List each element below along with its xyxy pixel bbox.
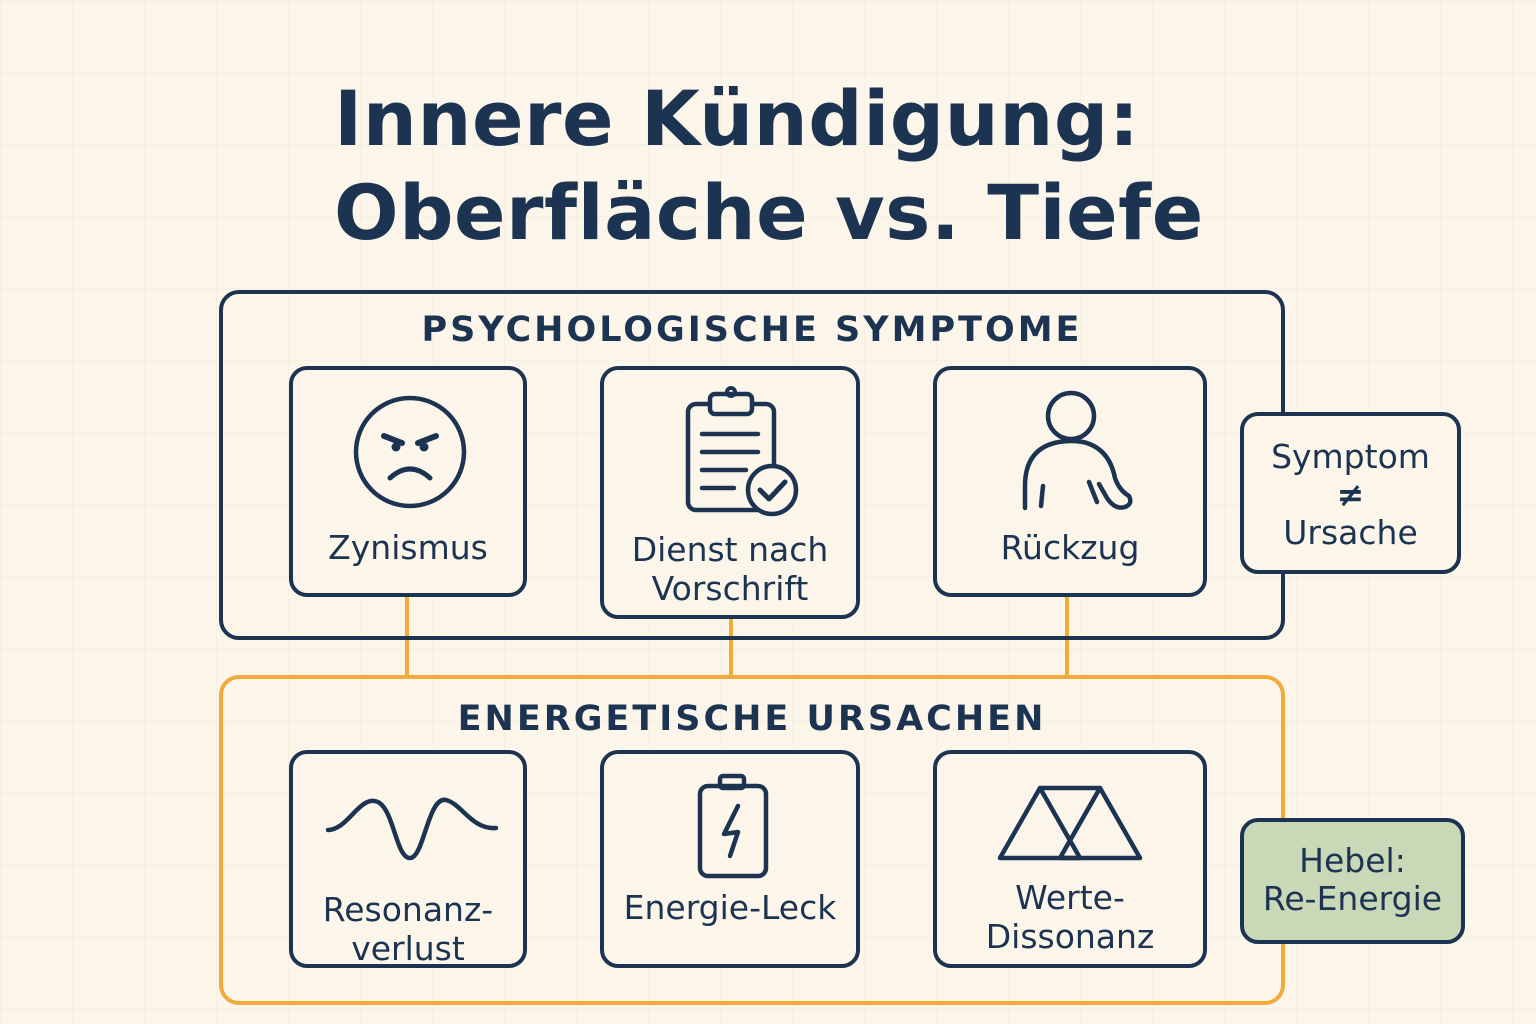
battery-bolt-icon [697, 773, 769, 879]
symptom-vs-cause-note: Symptom ≠ Ursache [1240, 412, 1461, 574]
symptoms-heading: PSYCHOLOGISCHE SYMPTOME [421, 310, 1083, 350]
cause-label: Energie-Leck [623, 888, 837, 927]
symptoms-panel: PSYCHOLOGISCHE SYMPTOME [219, 290, 1285, 640]
withdrawn-person-icon [1022, 390, 1133, 511]
clipboard-check-icon [685, 386, 799, 517]
symptom-card-rueckzug: Rückzug [933, 366, 1207, 597]
diagram-title: Innere Kündigung: Oberfläche vs. Tiefe [334, 72, 1234, 260]
cause-label: Werte- Dissonanz [985, 878, 1155, 956]
lever-box: Hebel: Re-Energie [1240, 818, 1465, 944]
symptom-label: Zynismus [328, 528, 488, 567]
connector-dienst [729, 619, 733, 677]
title-line-1: Innere Kündigung: [334, 74, 1140, 163]
title-line-2: Oberfläche vs. Tiefe [334, 168, 1204, 257]
symptom-card-dienst-nach-vorschrift: Dienst nach Vorschrift [600, 366, 860, 619]
cause-card-energie-leck: Energie-Leck [600, 750, 860, 968]
cause-label: Resonanz- verlust [322, 890, 494, 968]
angry-face-icon [353, 395, 467, 509]
symptom-card-zynismus: Zynismus [289, 366, 527, 597]
symptom-label: Dienst nach Vorschrift [631, 530, 829, 608]
wave-icon [325, 797, 499, 861]
symptom-label: Rückzug [1000, 528, 1140, 567]
cause-card-werte-dissonanz: Werte- Dissonanz [933, 750, 1207, 968]
causes-heading: ENERGETISCHE URSACHEN [457, 699, 1047, 739]
triangles-icon [997, 785, 1143, 861]
cause-card-resonanzverlust: Resonanz- verlust [289, 750, 527, 968]
